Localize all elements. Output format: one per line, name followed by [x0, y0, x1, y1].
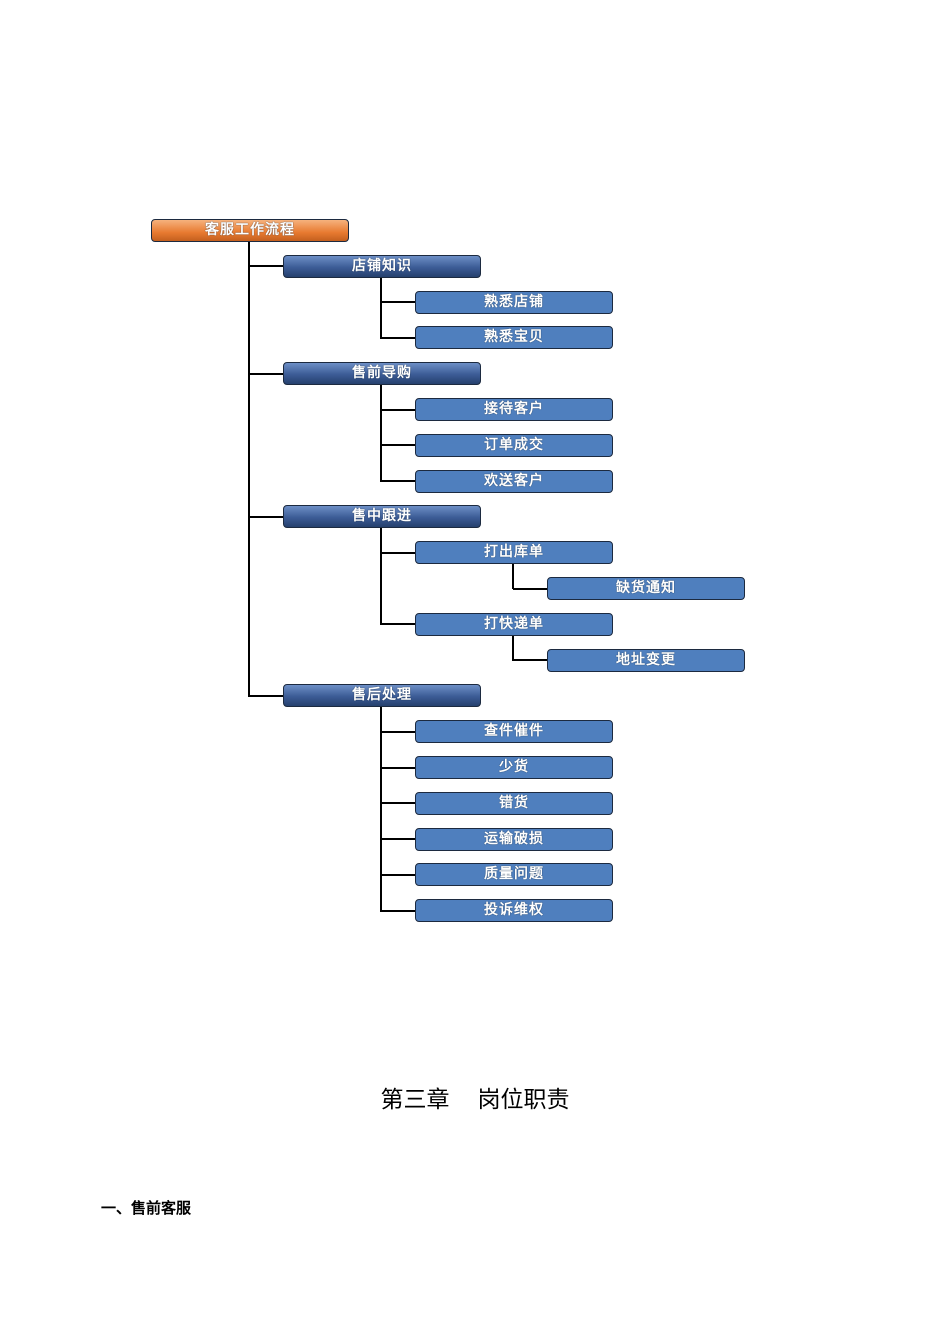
connector-line: [381, 480, 415, 483]
tree-node: 售中跟进: [283, 505, 481, 529]
chapter-title: 岗位职责: [477, 1087, 570, 1113]
tree-node: 店铺知识: [283, 254, 481, 278]
connector-line: [513, 659, 547, 662]
tree-node: 错货: [415, 791, 613, 815]
connector-line: [381, 873, 415, 876]
connector-line: [380, 277, 382, 339]
tree-node: 订单成交: [415, 433, 613, 457]
connector-line: [249, 694, 283, 697]
tree-node: 缺货通知: [547, 577, 745, 600]
tree-node: 欢送客户: [415, 469, 613, 493]
connector-line: [512, 635, 514, 662]
tree-node: 售前导购: [283, 362, 481, 386]
connector-line: [248, 242, 250, 697]
tree-node: 查件催件: [415, 720, 613, 744]
chapter-heading: 第三章 岗位职责: [0, 1080, 950, 1114]
connector-line: [381, 551, 415, 554]
tree-node: 售后处理: [283, 684, 481, 708]
tree-node: 熟悉宝贝: [415, 326, 613, 350]
root-node: 客服工作流程: [151, 219, 349, 242]
connector-line: [381, 301, 415, 304]
tree-node: 打快递单: [415, 612, 613, 636]
section-heading: 一、售前客服: [101, 1199, 192, 1217]
connector-line: [381, 766, 415, 769]
tree-node: 打出库单: [415, 541, 613, 565]
connector-line: [380, 707, 382, 912]
connector-line: [380, 528, 382, 626]
connector-line: [381, 730, 415, 733]
connector-line: [249, 265, 283, 268]
connector-line: [512, 564, 514, 590]
tree-node: 质量问题: [415, 863, 613, 887]
connector-line: [381, 408, 415, 411]
connector-line: [381, 444, 415, 447]
connector-line: [381, 838, 415, 841]
connector-line: [381, 802, 415, 805]
connector-line: [513, 587, 547, 590]
connector-line: [381, 909, 415, 912]
connector-line: [381, 336, 415, 339]
tree-node: 运输破损: [415, 827, 613, 851]
tree-node: 投诉维权: [415, 899, 613, 923]
connector-line: [381, 623, 415, 626]
tree-node: 少货: [415, 756, 613, 779]
connector-line: [249, 372, 283, 375]
connector-line: [249, 515, 283, 518]
tree-node: 接待客户: [415, 398, 613, 421]
tree-node: 地址变更: [547, 648, 745, 672]
chapter-number: 第三章: [380, 1087, 450, 1113]
connector-line: [380, 385, 382, 483]
tree-node: 熟悉店铺: [415, 290, 613, 314]
